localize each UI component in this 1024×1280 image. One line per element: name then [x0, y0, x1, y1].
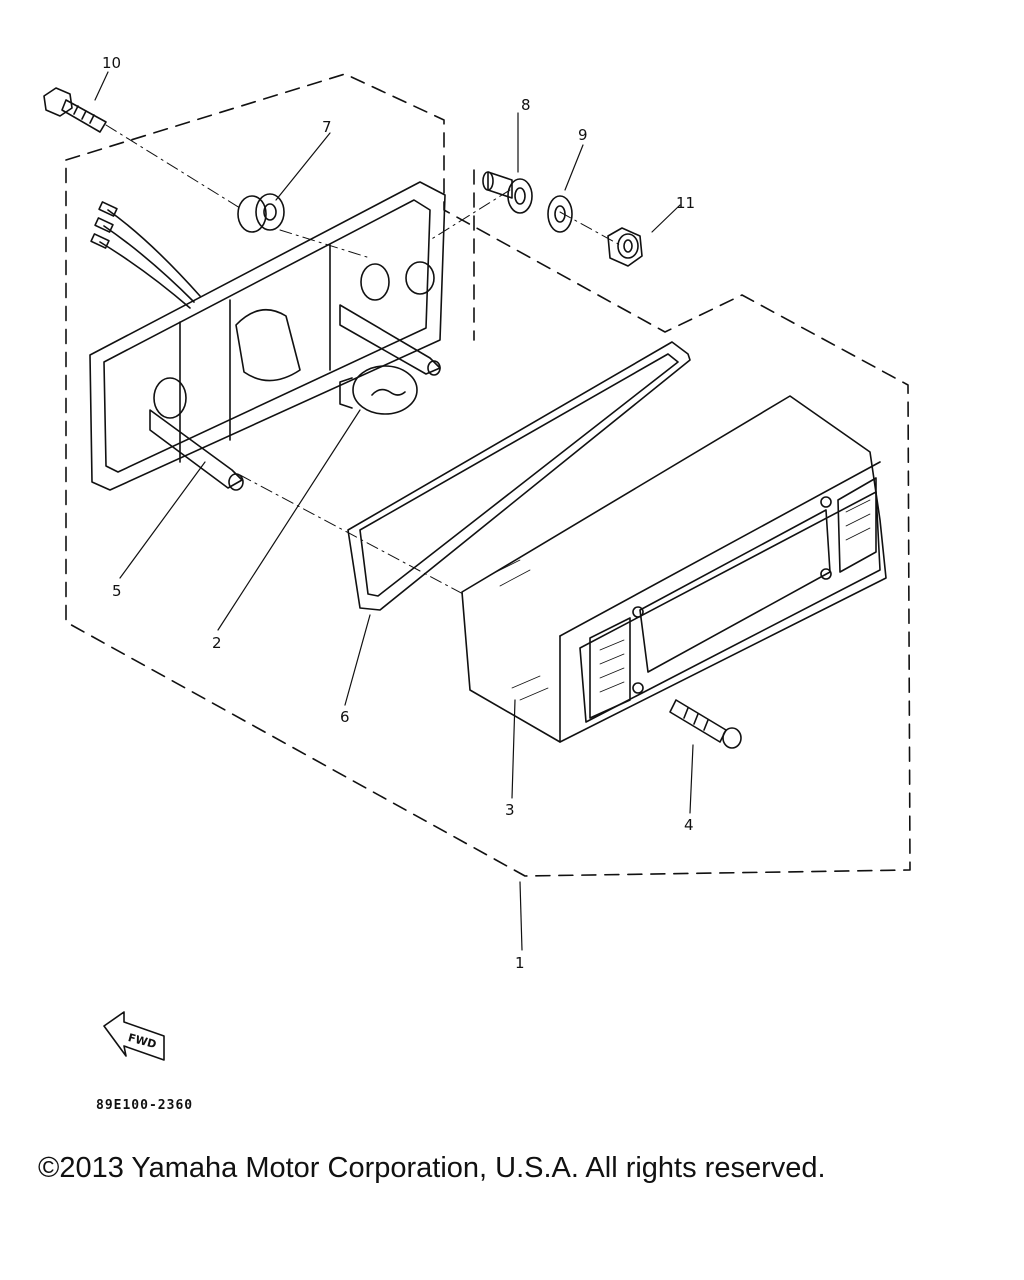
callout-5: 5 [112, 582, 122, 600]
callout-1: 1 [515, 954, 525, 972]
bulb-part-2 [339, 365, 418, 415]
callout-7: 7 [322, 118, 332, 136]
assembly-boundary [65, 73, 911, 877]
drawing-code: 89E100-2360 [96, 1098, 194, 1113]
socket-part-5 [149, 377, 244, 491]
callout-9: 9 [578, 126, 588, 144]
callout-4: 4 [684, 816, 694, 834]
callout-3: 3 [505, 801, 515, 819]
collar-part-8 [482, 171, 533, 214]
wire-harness [90, 201, 201, 309]
tail-light-base [89, 181, 446, 491]
leader-lines [94, 71, 694, 951]
grommet-part-7 [237, 193, 285, 233]
bolt-part-10 [43, 87, 107, 133]
callout-10: 10 [102, 54, 121, 72]
screw-part-4 [669, 699, 742, 749]
callout-2: 2 [212, 634, 222, 652]
callout-numbers: 10 7 8 9 11 5 2 6 3 4 1 [102, 54, 695, 972]
gasket-part-6 [347, 341, 691, 611]
callout-6: 6 [340, 708, 350, 726]
alignment-lines [105, 124, 621, 596]
lens-part-3 [461, 395, 887, 743]
fwd-arrow-icon: FWD [103, 1011, 165, 1061]
washer-part-9 [547, 195, 573, 233]
socket-right [339, 261, 441, 376]
callout-8: 8 [521, 96, 531, 114]
nut-part-11 [607, 227, 643, 267]
callout-11: 11 [676, 194, 695, 212]
copyright-notice: ©2013 Yamaha Motor Corporation, U.S.A. A… [38, 1152, 826, 1184]
